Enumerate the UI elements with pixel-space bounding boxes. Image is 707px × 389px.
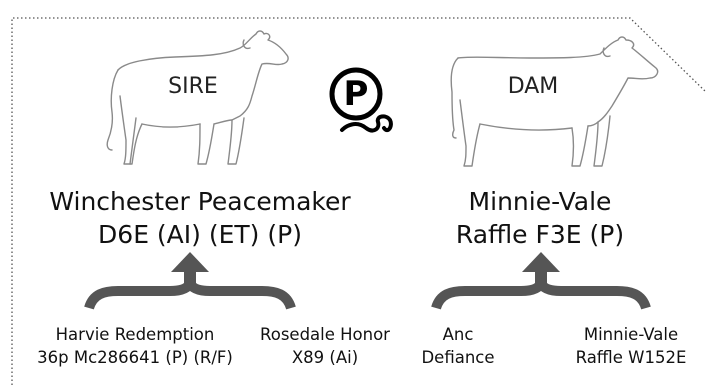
grandparent-line1: Harvie Redemption <box>55 325 215 344</box>
dam-label: DAM <box>507 74 559 99</box>
sire-name-line1: Winchester Peacemaker <box>49 187 351 216</box>
grandparent-line2: Defiance <box>421 348 495 367</box>
dam-name-line2: Raffle F3E (P) <box>455 220 625 249</box>
dam-name: Minnie-Vale Raffle F3E (P) <box>420 185 660 251</box>
grandparent-line1: Rosedale Honor <box>260 325 390 344</box>
dam-bracket <box>431 252 651 310</box>
dam-name-line1: Minnie-Vale <box>468 187 612 216</box>
grandparent-line1: Anc <box>442 325 474 344</box>
dam-grandparent-1: Anc Defiance <box>408 323 508 369</box>
sire-grandparent-2: Rosedale Honor X89 (Ai) <box>250 323 400 369</box>
sire-label: SIRE <box>168 74 218 99</box>
poll-symbol-icon <box>329 67 393 133</box>
dam-cow-icon <box>450 36 659 167</box>
sire-bracket <box>84 252 296 310</box>
grandparent-line2: 36p Mc286641 (P) (R/F) <box>37 348 233 367</box>
grandparent-line2: X89 (Ai) <box>291 348 359 367</box>
dam-grandparent-2: Minnie-Vale Raffle W152E <box>556 323 706 369</box>
grandparent-line1: Minnie-Vale <box>583 325 679 344</box>
sire-cow-icon <box>106 30 289 165</box>
sire-name-line2: D6E (AI) (ET) (P) <box>98 220 302 249</box>
grandparent-line2: Raffle W152E <box>575 348 687 367</box>
sire-name: Winchester Peacemaker D6E (AI) (ET) (P) <box>20 185 380 251</box>
poll-symbol-letter: P <box>343 74 369 114</box>
sire-grandparent-1: Harvie Redemption 36p Mc286641 (P) (R/F) <box>6 323 264 369</box>
dotted-frame <box>11 17 707 385</box>
